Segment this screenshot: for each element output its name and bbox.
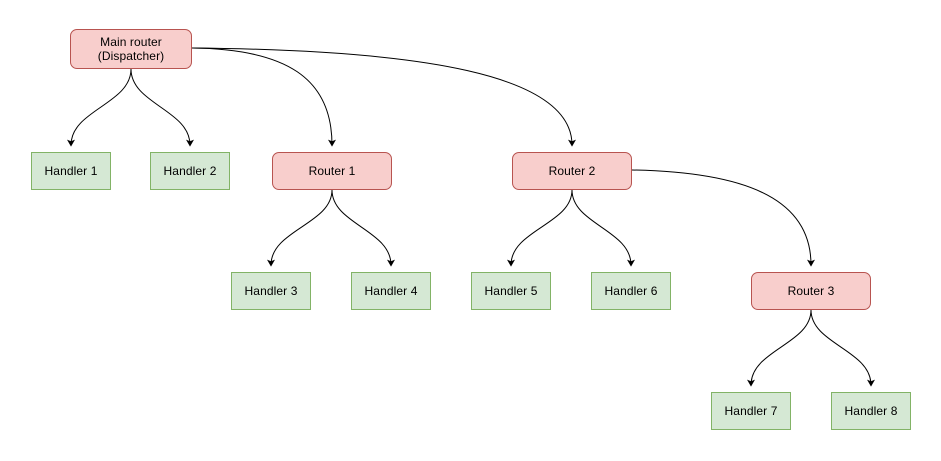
node-handler-1[interactable]: Handler 1 — [31, 152, 111, 190]
node-handler-6[interactable]: Handler 6 — [591, 272, 671, 310]
edge-main-to-router-1 — [191, 47, 336, 147]
node-label-main-router: Main router (Dispatcher) — [97, 35, 165, 63]
edge-router-2-to-handler-5 — [507, 189, 573, 267]
node-label-handler-4: Handler 4 — [364, 284, 418, 298]
node-router-2[interactable]: Router 2 — [512, 152, 632, 190]
node-handler-4[interactable]: Handler 4 — [351, 272, 431, 310]
edge-router-3-to-handler-8 — [810, 309, 875, 387]
edge-router-3-to-handler-7 — [747, 309, 812, 387]
edge-main-to-handler-1 — [67, 68, 132, 147]
node-handler-3[interactable]: Handler 3 — [231, 272, 311, 310]
node-router-3[interactable]: Router 3 — [751, 272, 871, 310]
node-main-router[interactable]: Main router (Dispatcher) — [70, 29, 192, 69]
node-label-router-1: Router 1 — [308, 164, 356, 178]
node-handler-7[interactable]: Handler 7 — [711, 392, 791, 430]
edge-router-1-to-handler-3 — [267, 189, 333, 267]
node-label-handler-6: Handler 6 — [604, 284, 658, 298]
edge-main-to-handler-2 — [130, 68, 194, 147]
edges-group — [67, 47, 875, 387]
node-router-1[interactable]: Router 1 — [272, 152, 392, 190]
node-handler-5[interactable]: Handler 5 — [471, 272, 551, 310]
node-handler-8[interactable]: Handler 8 — [831, 392, 911, 430]
node-handler-2[interactable]: Handler 2 — [150, 152, 230, 190]
edge-main-to-router-2 — [191, 47, 576, 147]
edge-router-2-to-handler-6 — [571, 189, 635, 267]
node-label-handler-5: Handler 5 — [484, 284, 538, 298]
node-label-handler-8: Handler 8 — [844, 404, 898, 418]
node-label-handler-7: Handler 7 — [724, 404, 778, 418]
node-label-router-2: Router 2 — [548, 164, 596, 178]
node-label-handler-3: Handler 3 — [244, 284, 298, 298]
node-label-handler-2: Handler 2 — [163, 164, 217, 178]
node-label-router-3: Router 3 — [787, 284, 835, 298]
node-label-handler-1: Handler 1 — [44, 164, 98, 178]
edge-router-2-to-router-3 — [631, 169, 815, 267]
edge-router-1-to-handler-4 — [331, 189, 395, 267]
